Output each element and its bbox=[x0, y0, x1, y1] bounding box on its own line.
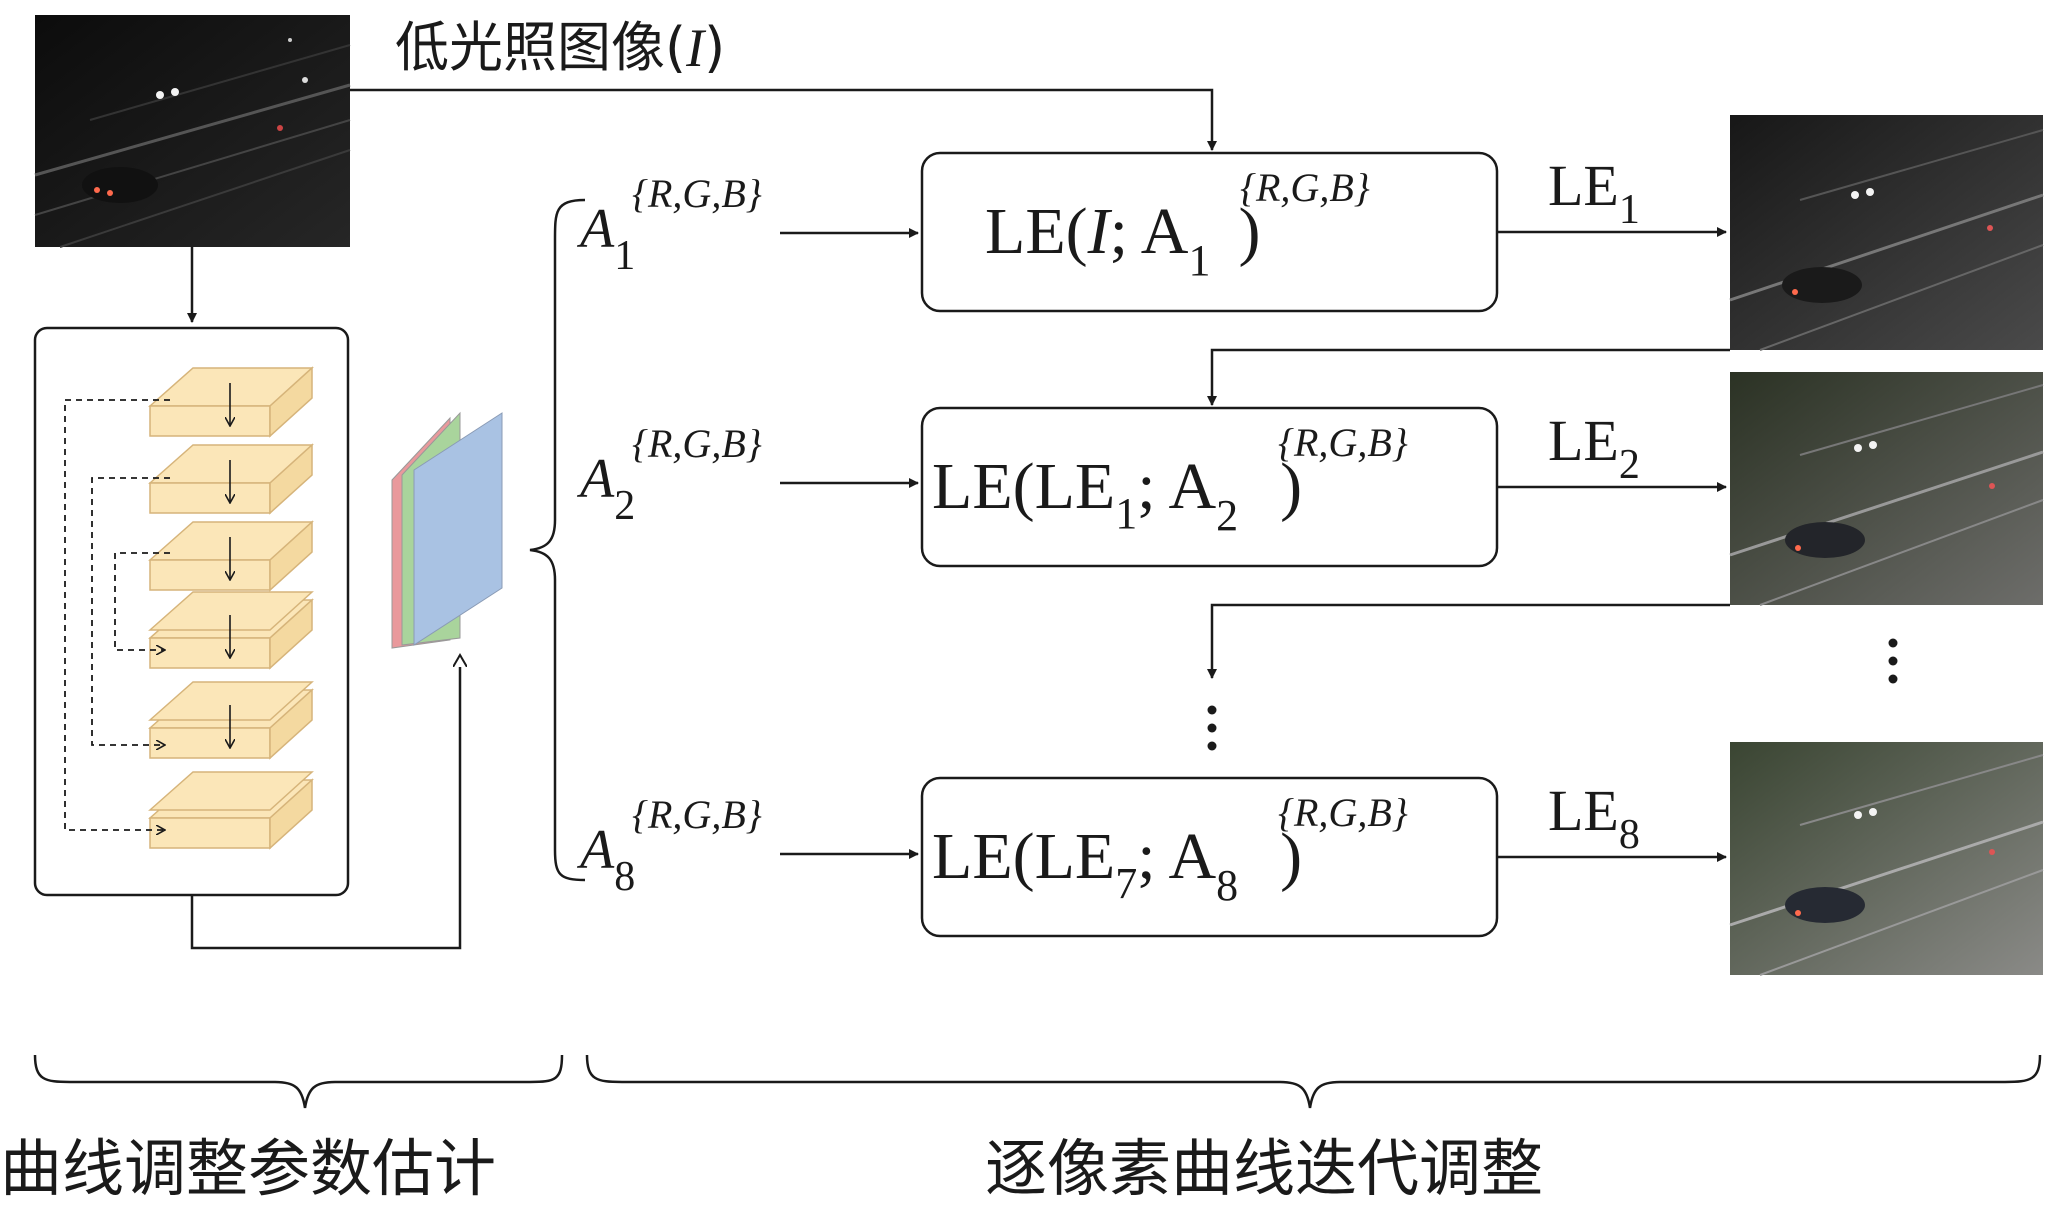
conv-layers bbox=[64, 366, 314, 850]
ellipsis-middle bbox=[1207, 705, 1217, 751]
input-image bbox=[34, 15, 351, 248]
le-formula-sup: {R,G,B} bbox=[1240, 165, 1370, 210]
le-formula-sup: {R,G,B} bbox=[1278, 420, 1408, 465]
conv-layer-4 bbox=[148, 591, 314, 670]
le-output-label: LE1 bbox=[1548, 153, 1640, 233]
input-caption: 低光照图像(I) bbox=[395, 16, 725, 79]
le-formula-sup: {R,G,B} bbox=[1278, 790, 1408, 835]
le-output-label: LE8 bbox=[1548, 778, 1640, 858]
left-section-brace bbox=[33, 1054, 564, 1109]
output-image-le8 bbox=[1729, 742, 2044, 976]
input-to-le1-arrow bbox=[350, 88, 1217, 151]
conv-layer-3 bbox=[148, 520, 314, 592]
le-stage-2: LE(LE1; A2){R,G,B} LE2 bbox=[920, 406, 1727, 568]
conv-layer-6 bbox=[148, 771, 314, 850]
skip-connection-1 bbox=[64, 399, 170, 830]
le-output-label: LE2 bbox=[1548, 408, 1640, 488]
curve-parameter-maps bbox=[391, 411, 503, 649]
map-blue bbox=[413, 412, 503, 646]
ellipsis-right bbox=[1888, 638, 1898, 684]
conv-layer-2 bbox=[148, 443, 314, 515]
section-label-right: 逐像素曲线迭代调整 bbox=[985, 1132, 1543, 1205]
conv-layer-1 bbox=[148, 366, 314, 438]
le-formula: LE(I; A1) bbox=[985, 195, 1260, 285]
right-section-brace bbox=[585, 1054, 2042, 1109]
param-label-1: A1 bbox=[576, 198, 635, 279]
conv-layer-5 bbox=[148, 681, 314, 760]
le-stage-3: LE(LE7; A8){R,G,B} LE8 bbox=[920, 776, 1727, 938]
parameter-brace bbox=[529, 198, 586, 882]
le1-to-le2-arrow bbox=[1207, 348, 1730, 406]
net-to-maps-arrow bbox=[190, 655, 460, 950]
output-image-le2 bbox=[1729, 372, 2044, 606]
skip-connection-2 bbox=[91, 477, 170, 745]
output-image-le1 bbox=[1729, 115, 2044, 351]
le-formula: LE(LE7; A8) bbox=[932, 820, 1302, 910]
le2-to-next-arrow bbox=[1207, 603, 1730, 679]
le-formula: LE(LE1; A2) bbox=[932, 450, 1302, 540]
param-sup-2: {R,G,B} bbox=[632, 421, 762, 466]
param-sup-1: {R,G,B} bbox=[632, 171, 762, 216]
param-sup-3: {R,G,B} bbox=[632, 792, 762, 837]
param-label-3: A8 bbox=[576, 819, 635, 900]
section-label-left: 曲线调整参数估计 bbox=[0, 1132, 496, 1205]
le-stage-1: LE(I; A1){R,G,B} LE1 bbox=[920, 151, 1727, 313]
param-label-2: A2 bbox=[576, 448, 635, 529]
skip-connection-3 bbox=[114, 552, 170, 650]
